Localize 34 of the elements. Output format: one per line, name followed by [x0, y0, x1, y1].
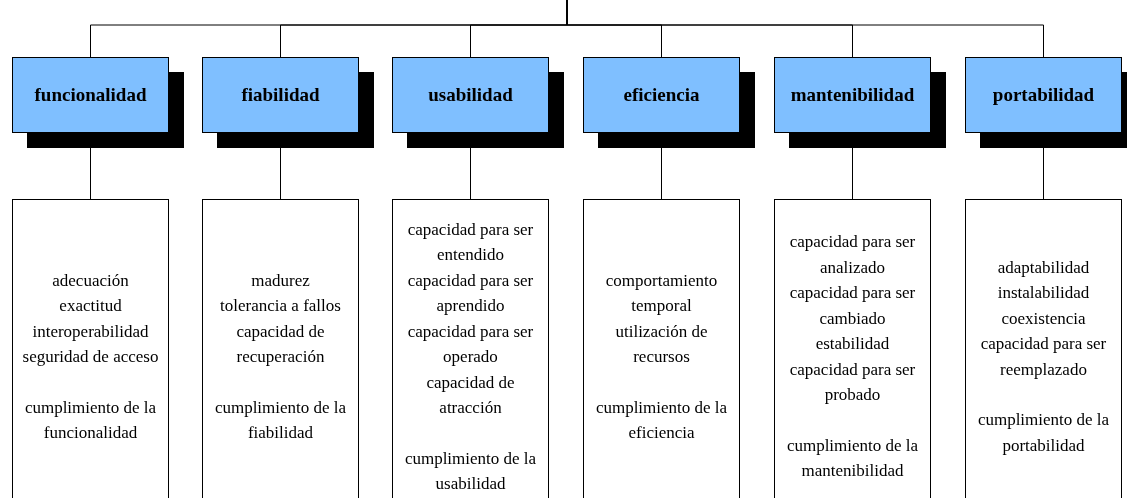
subcharacteristic-text: capacidad de recuperación [235, 320, 326, 368]
subcharacteristic-text: madurez [251, 269, 310, 292]
subcharacteristic-text: exactitud [59, 295, 122, 317]
subcharacteristic-text: utilización de recursos [614, 320, 709, 368]
subcharacteristic-text: cumplimiento de la usabilidad [403, 447, 538, 495]
connector-line [566, 0, 1044, 58]
subcharacteristic-text: instalabilidad [997, 282, 1090, 305]
subcharacteristic-text: capacidad de atracción [425, 371, 516, 419]
subcharacteristics-box [392, 199, 549, 498]
subcharacteristic-text: adaptabilidad [997, 256, 1090, 279]
subcharacteristic-text: seguridad de acceso [22, 346, 159, 368]
subcharacteristic-text: interoperabilidad [32, 320, 149, 343]
category-title: portabilidad [992, 84, 1095, 106]
subcharacteristics-box [965, 199, 1122, 498]
subcharacteristic-text: cumplimiento de la eficiencia [594, 396, 729, 444]
category-title: fiabilidad [241, 84, 320, 106]
subcharacteristic-text: tolerancia a fallos [220, 295, 341, 317]
subcharacteristic-text: estabilidad [815, 333, 890, 356]
subcharacteristic-text: capacidad para ser probado [788, 358, 917, 407]
category-title: usabilidad [428, 84, 513, 106]
subcharacteristics-box [774, 199, 931, 498]
subcharacteristics-box [12, 199, 169, 498]
subcharacteristic-text: coexistencia [1001, 307, 1086, 330]
subcharacteristic-text: cumplimiento de la funcionalidad [23, 396, 158, 444]
category-title: mantenibilidad [790, 84, 915, 106]
subcharacteristic-text: cumplimiento de la portabilidad [976, 409, 1111, 457]
category-title: funcionalidad [34, 84, 147, 106]
subcharacteristic-text: cumplimiento de la fiabilidad [213, 396, 348, 444]
subcharacteristics-box [583, 199, 740, 498]
subcharacteristic-text: adecuación [52, 269, 129, 292]
subcharacteristic-text: capacidad para ser reemplazado [979, 333, 1108, 381]
subcharacteristics-box [202, 199, 359, 498]
category-title: eficiencia [623, 84, 700, 106]
subcharacteristic-text: cumplimiento de la mantenibilidad [785, 434, 920, 483]
